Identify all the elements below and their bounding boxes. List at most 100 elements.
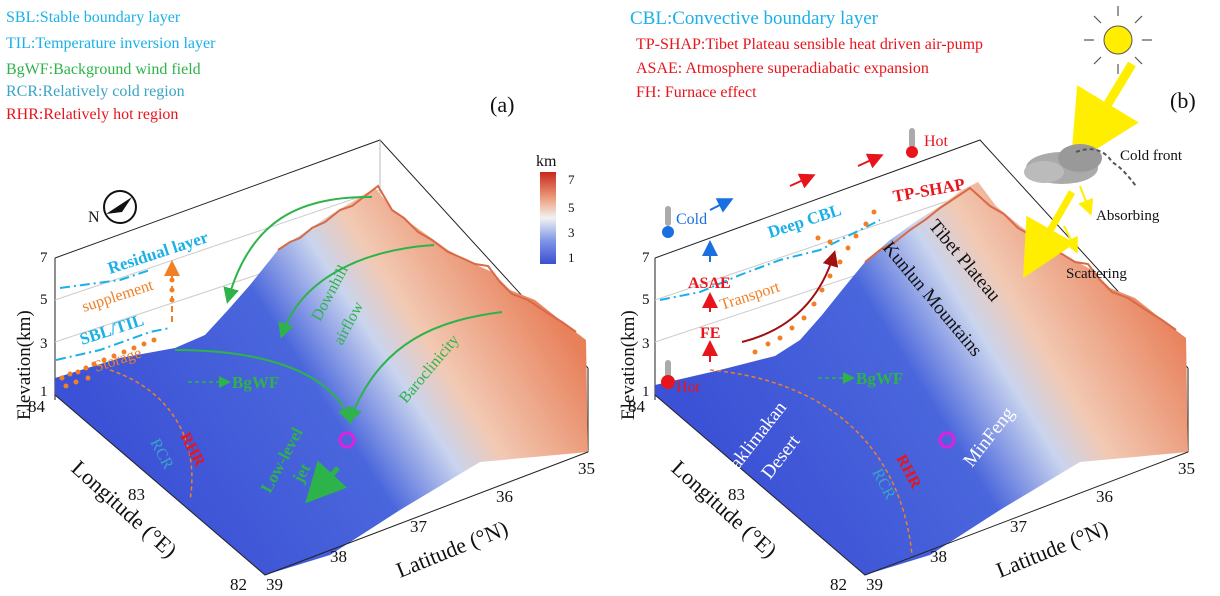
elevation-axis-label: Elevation(km) [618,310,639,420]
elevation-tick: 3 [40,336,48,352]
jet-arrow [305,460,348,504]
sun-ray-arrow [1023,190,1076,279]
latitude-tick: 38 [930,547,947,566]
latitude-tick: 36 [496,487,513,506]
panel-b-legend: CBL:Convective boundary layer TP-SHAP:Ti… [630,8,983,101]
baroclinicity-arrow [346,311,503,424]
transport-arrow [741,250,839,343]
elevation-tick: 5 [642,292,650,308]
panel-a-label: (a) [490,92,514,117]
latitude-tick: 37 [410,517,428,536]
rhr-boundary [109,369,193,501]
longitude-tick: 83 [728,485,745,504]
deep-cbl-label: Deep CBL [765,200,843,242]
panel-a-bottom-edge [54,394,589,576]
cloud-icon [1024,144,1102,184]
colorbar-ramp [540,172,556,264]
legend-item: ASAE: Atmosphere superadiabatic expansio… [636,60,929,77]
asae-label: ASAE [688,275,731,292]
longitude-tick: 83 [128,485,145,504]
cold-label: Cold [676,211,707,228]
colorbar-tick: 7 [568,172,575,187]
compass-icon [103,190,137,224]
legend-item: BgWF:Background wind field [6,61,201,78]
downhill-flow-arrow [223,195,373,304]
elevation-tick: 7 [642,250,650,266]
longitude-tick: 84 [628,397,646,416]
north-arrow: N [88,190,137,226]
legend-item: SBL:Stable boundary layer [6,9,181,26]
colorbar: km 7 5 3 1 [536,153,575,265]
legend-item: FH: Furnace effect [636,84,757,101]
thermometer-hot-icon [661,360,675,389]
latitude-tick: 36 [1096,487,1113,506]
legend-item: RHR:Relatively hot region [6,106,178,123]
cbl-top-line [659,219,881,301]
sun-ray-arrow [1070,61,1139,166]
longitude-tick: 82 [230,575,247,594]
thermometer-hot-icon [906,128,918,158]
north-label: N [88,209,100,226]
absorbing-label: Absorbing [1096,208,1160,224]
flow-arrow [709,198,734,213]
storage-dots [59,277,175,389]
elevation-tick: 1 [642,384,650,400]
colorbar-tick: 1 [568,250,575,265]
elevation-tick: 1 [40,384,48,400]
sbl-til-line [55,327,171,361]
longitude-tick: 84 [28,397,46,416]
downhill-flow-arrow [278,244,435,339]
latitude-tick: 38 [330,547,347,566]
panel-b-label: (b) [1170,88,1196,113]
bgwf-label: BgWF [856,369,903,388]
jet-arrow [174,349,353,424]
panel-b-bottom-edge [654,394,1189,576]
panel-a-legend: SBL:Stable boundary layer TIL:Temperatur… [6,9,216,123]
cold-front-label: Cold front [1120,148,1183,164]
colorbar-title: km [536,153,557,170]
panel-b: CBL:Convective boundary layer TP-SHAP:Ti… [618,6,1196,594]
site-marker [338,431,356,449]
legend-item: CBL:Convective boundary layer [630,8,879,29]
latitude-tick: 35 [578,459,595,478]
residual-layer-line [59,269,151,289]
flow-arrow [857,153,884,169]
supplement-label: supplement [80,277,156,316]
legend-item: TP-SHAP:Tibet Plateau sensible heat driv… [636,36,983,53]
elevation-tick: 5 [40,292,48,308]
fe-label: FE [700,325,720,342]
north-arrow-icon [106,197,132,214]
hot-bottom-label: Hot [676,379,701,396]
sun-icon [1084,6,1152,74]
moon-icon [502,14,538,55]
hot-top-label: Hot [924,133,949,150]
terrain-surface [655,182,1188,575]
latitude-tick: 39 [866,575,883,594]
colorbar-tick: 3 [568,225,575,240]
colorbar-tick: 5 [568,200,575,215]
flow-arrow [789,173,816,189]
thermometer-cold-icon [662,206,674,238]
scatter-arrow [1063,225,1078,254]
latitude-tick: 35 [1178,459,1195,478]
legend-item: RCR:Relatively cold region [6,83,185,100]
cold-front-line [1075,148,1137,187]
mountain-ridge [277,184,577,333]
legend-item: TIL:Temperature inversion layer [6,35,216,52]
longitude-tick: 82 [830,575,847,594]
elevation-tick: 3 [642,336,650,352]
transport-dots [752,209,877,355]
scattering-label: Scattering [1066,266,1127,282]
panel-a: SBL:Stable boundary layer TIL:Temperatur… [6,9,595,594]
elevation-tick: 7 [40,250,48,266]
bgwf-label: BgWF [232,373,279,392]
latitude-tick: 39 [266,575,283,594]
elevation-axis-label: Elevation(km) [14,310,35,420]
sbl-til-label: SBL/TIL [77,310,146,349]
site-marker [938,431,956,449]
rhr-boundary [709,369,913,556]
absorb-arrow [1078,185,1094,216]
terrain-surface [55,188,588,575]
latitude-tick: 37 [1010,517,1028,536]
